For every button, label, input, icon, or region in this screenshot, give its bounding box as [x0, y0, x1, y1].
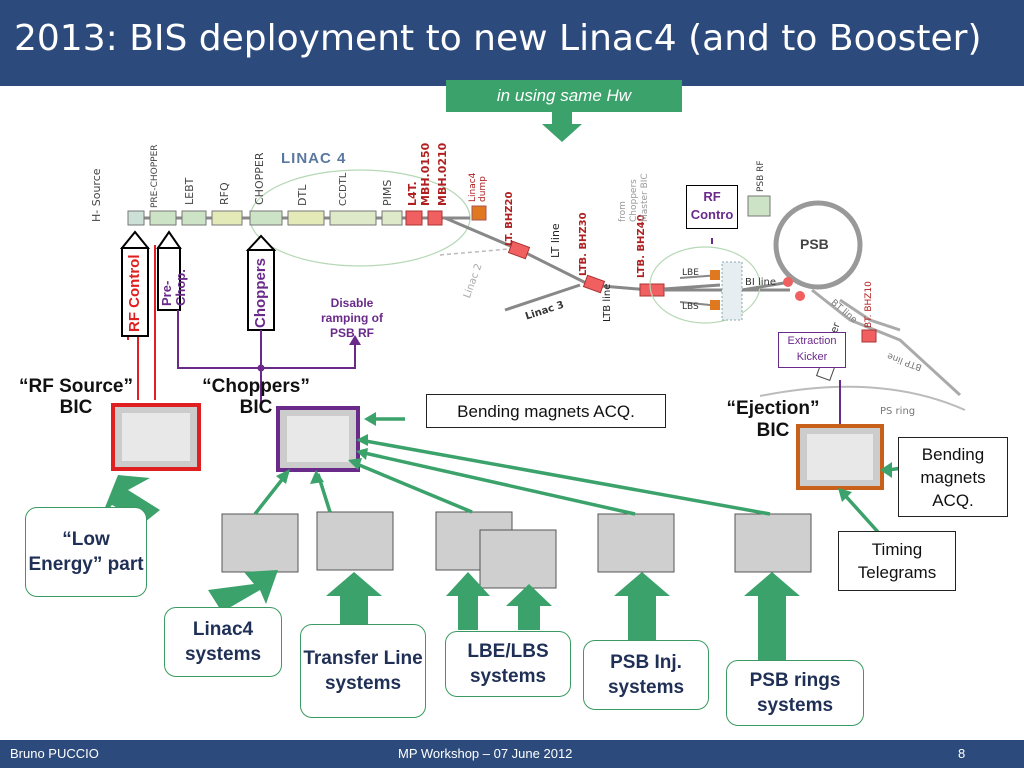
footer-page-number: 8	[958, 746, 966, 761]
lbe-lbs-systems-box: LBE/LBS systems	[445, 631, 571, 697]
mbh0210-label: MBH.0210	[436, 142, 449, 206]
arrow-heads	[276, 412, 892, 502]
ccdtl-label: CCDTL	[338, 172, 349, 206]
subtitle-banner: in using same Hw	[446, 80, 682, 112]
diagram-canvas	[100, 112, 966, 660]
bi-line-label: BI line	[745, 277, 777, 288]
psb-inj-systems-box: PSB Inj. systems	[583, 640, 709, 710]
rfq-label: RFQ	[218, 182, 231, 205]
rack-details	[122, 413, 873, 480]
ltb-bhz30-label: LTB. BHZ30	[578, 212, 589, 276]
footer-event: MP Workshop – 07 June 2012	[398, 746, 573, 761]
system-racks	[221, 511, 812, 589]
lebt-label: LEBT	[183, 177, 196, 205]
lt-bhz20-label: LT. BHZ20	[504, 191, 515, 246]
psb-label: PSB	[800, 236, 829, 252]
title-bar	[0, 0, 1024, 86]
disable-ramping-label: Disable ramping of PSB RF	[321, 296, 383, 340]
lbs-label: LBS	[682, 302, 699, 312]
lbe-label: LBE	[682, 268, 699, 278]
pims-label: PIMS	[381, 179, 394, 206]
transfer-line-systems-box: Transfer Line systems	[300, 624, 426, 718]
h-source-block	[127, 210, 145, 226]
bt-bhz10-label: BT. BHZ10	[864, 281, 874, 328]
ps-ring-label: PS ring	[880, 406, 916, 417]
mbh0150-label: MBH.0150	[419, 142, 432, 206]
choppers-label: Choppers	[252, 257, 269, 328]
rf-control-label: RF Control	[126, 254, 143, 332]
h-source-label: H- Source	[90, 168, 103, 222]
linac4-systems-box: Linac4 systems	[164, 607, 282, 677]
from-choppers-label: from Choppers Master BIC	[618, 173, 650, 222]
timing-telegrams-box: Timing Telegrams	[838, 531, 956, 591]
linac4-label: LINAC 4	[281, 150, 347, 167]
dtl-label: DTL	[296, 184, 309, 206]
bending-magnets-acq-box: Bending magnets ACQ.	[426, 394, 666, 428]
psb-rings-systems-box: PSB rings systems	[726, 660, 864, 726]
ejection-bic-label: “Ejection” BIC	[726, 398, 820, 441]
ltb-line-label: LTB line	[602, 283, 613, 322]
choppers-box	[247, 249, 275, 331]
rf-source-bic-label: “RF Source” BIC	[18, 376, 134, 418]
psb-rf-label: PSB RF	[756, 160, 766, 192]
low-energy-box: “Low Energy” part	[25, 507, 147, 597]
page-title: 2013: BIS deployment to new Linac4 (and …	[14, 18, 982, 59]
linac4-beamline	[127, 169, 966, 411]
l4t-label: L4T.	[406, 181, 419, 206]
rf-contro-box: RF Contro	[686, 185, 738, 229]
chopper-label: CHOPPER	[253, 152, 266, 205]
footer-author: Bruno PUCCIO	[10, 746, 99, 761]
pre-chop-label: Pre-Chop.	[159, 269, 188, 306]
lt-line-label: LT line	[549, 223, 562, 258]
subtitle-arrow	[542, 112, 582, 142]
thick-green-arrows	[100, 475, 800, 660]
extraction-kicker-box: Extraction Kicker	[778, 332, 846, 368]
choppers-bic-label: “Choppers” BIC	[202, 376, 310, 418]
pre-chopper-label: PRE-CHOPPER	[150, 144, 160, 208]
bending-magnets-acq-box-2: Bending magnets ACQ.	[898, 437, 1008, 517]
ltb-bhz40-label: LTB. BHZ40	[636, 214, 647, 278]
linac4-dump-label: Linac4 dump	[468, 172, 488, 202]
footer: Bruno PUCCIO MP Workshop – 07 June 2012 …	[0, 740, 1024, 768]
